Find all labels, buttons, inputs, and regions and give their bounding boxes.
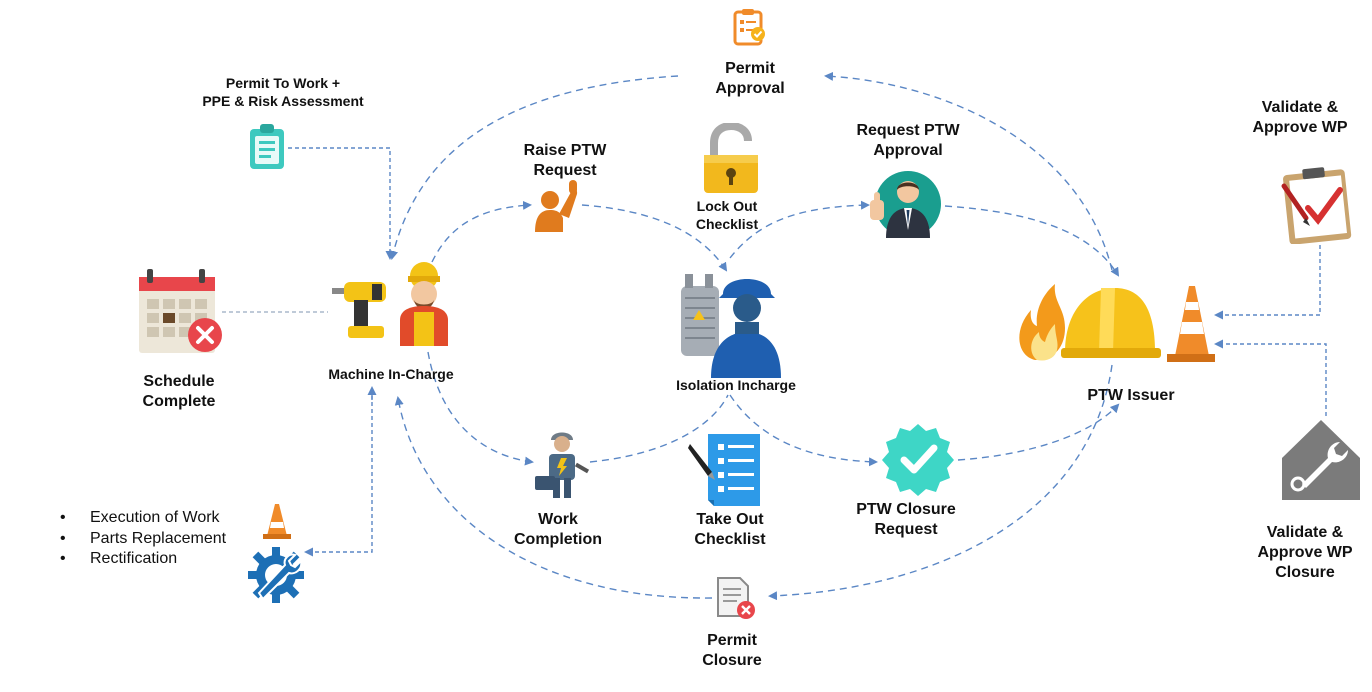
verified-badge-icon <box>882 424 954 496</box>
arrow-machine-to-tasks <box>304 395 373 557</box>
arrow-issuer-to-permit-closure <box>768 364 1113 601</box>
fire-helmet-cone-icon <box>1019 284 1215 362</box>
arrow-permit-closure-to-machine <box>394 396 713 599</box>
list-item: Execution of Work <box>60 508 226 529</box>
label-permit-closure: Permit Closure <box>702 632 762 669</box>
arrow-issuer-to-permit-approval <box>824 71 1113 271</box>
arrow-closure-to-issuer <box>957 403 1120 461</box>
list-item: Parts Replacement <box>60 529 226 550</box>
list-item: Rectification <box>60 549 226 570</box>
label-lock-out-checklist: Lock Out Checklist <box>695 198 759 232</box>
task-list: Execution of Work Parts Replacement Rect… <box>60 508 226 570</box>
arrow-work-to-isolation <box>589 394 729 463</box>
arrow-machine-to-work <box>427 351 534 466</box>
isolation-engineer-icon <box>681 274 781 378</box>
label-validate-approve-wp-closure: Validate & Approve WP Closure <box>1257 524 1353 581</box>
checklist-pen-icon <box>688 434 760 506</box>
raised-hand-icon <box>535 180 578 232</box>
arrow-ppe-to-machine <box>288 147 395 260</box>
arrow-isolation-to-request <box>729 200 870 259</box>
arrow-request-to-issuer <box>944 205 1120 277</box>
arrow-validate-to-issuer <box>1214 245 1321 320</box>
drill-worker-icon <box>332 262 448 346</box>
arrow-validate-closure-to-issuer <box>1214 339 1327 416</box>
cone-icon <box>263 504 291 539</box>
label-ptw-ppe-risk: Permit To Work + PPE & Risk Assessment <box>202 75 364 109</box>
label-request-ptw-approval: Request PTW Approval <box>856 122 960 159</box>
arrow-machine-to-raise <box>431 200 532 263</box>
label-machine-in-charge: Machine In-Charge <box>328 366 454 382</box>
calendar-cancel-icon <box>139 269 222 353</box>
approve-clipboard-icon <box>1281 167 1352 244</box>
businessman-icon <box>870 171 941 238</box>
label-isolation-incharge: Isolation Incharge <box>676 377 796 393</box>
gear-wrench-icon <box>248 547 304 603</box>
electrician-icon <box>535 432 590 498</box>
label-raise-ptw-request: Raise PTW Request <box>523 142 607 179</box>
label-work-completion: Work Completion <box>514 511 602 548</box>
label-ptw-issuer: PTW Issuer <box>1087 387 1175 404</box>
arrow-permit-approval-to-machine <box>389 75 679 260</box>
label-ptw-closure-request: PTW Closure Request <box>856 501 956 538</box>
label-take-out-checklist: Take Out Checklist <box>694 511 766 548</box>
arrow-isolation-to-closure <box>729 394 878 467</box>
arrow-raise-to-isolation <box>581 204 728 272</box>
label-permit-approval: Permit Approval <box>715 60 785 97</box>
clipboard-check-icon <box>733 9 765 46</box>
label-validate-approve-wp: Validate & Approve WP <box>1252 99 1348 136</box>
label-schedule-complete: Schedule Complete <box>142 373 216 410</box>
document-cancel-icon <box>717 577 755 619</box>
clipboard-icon <box>250 124 284 169</box>
wrench-house-icon <box>1282 420 1360 500</box>
padlock-icon <box>704 123 758 193</box>
